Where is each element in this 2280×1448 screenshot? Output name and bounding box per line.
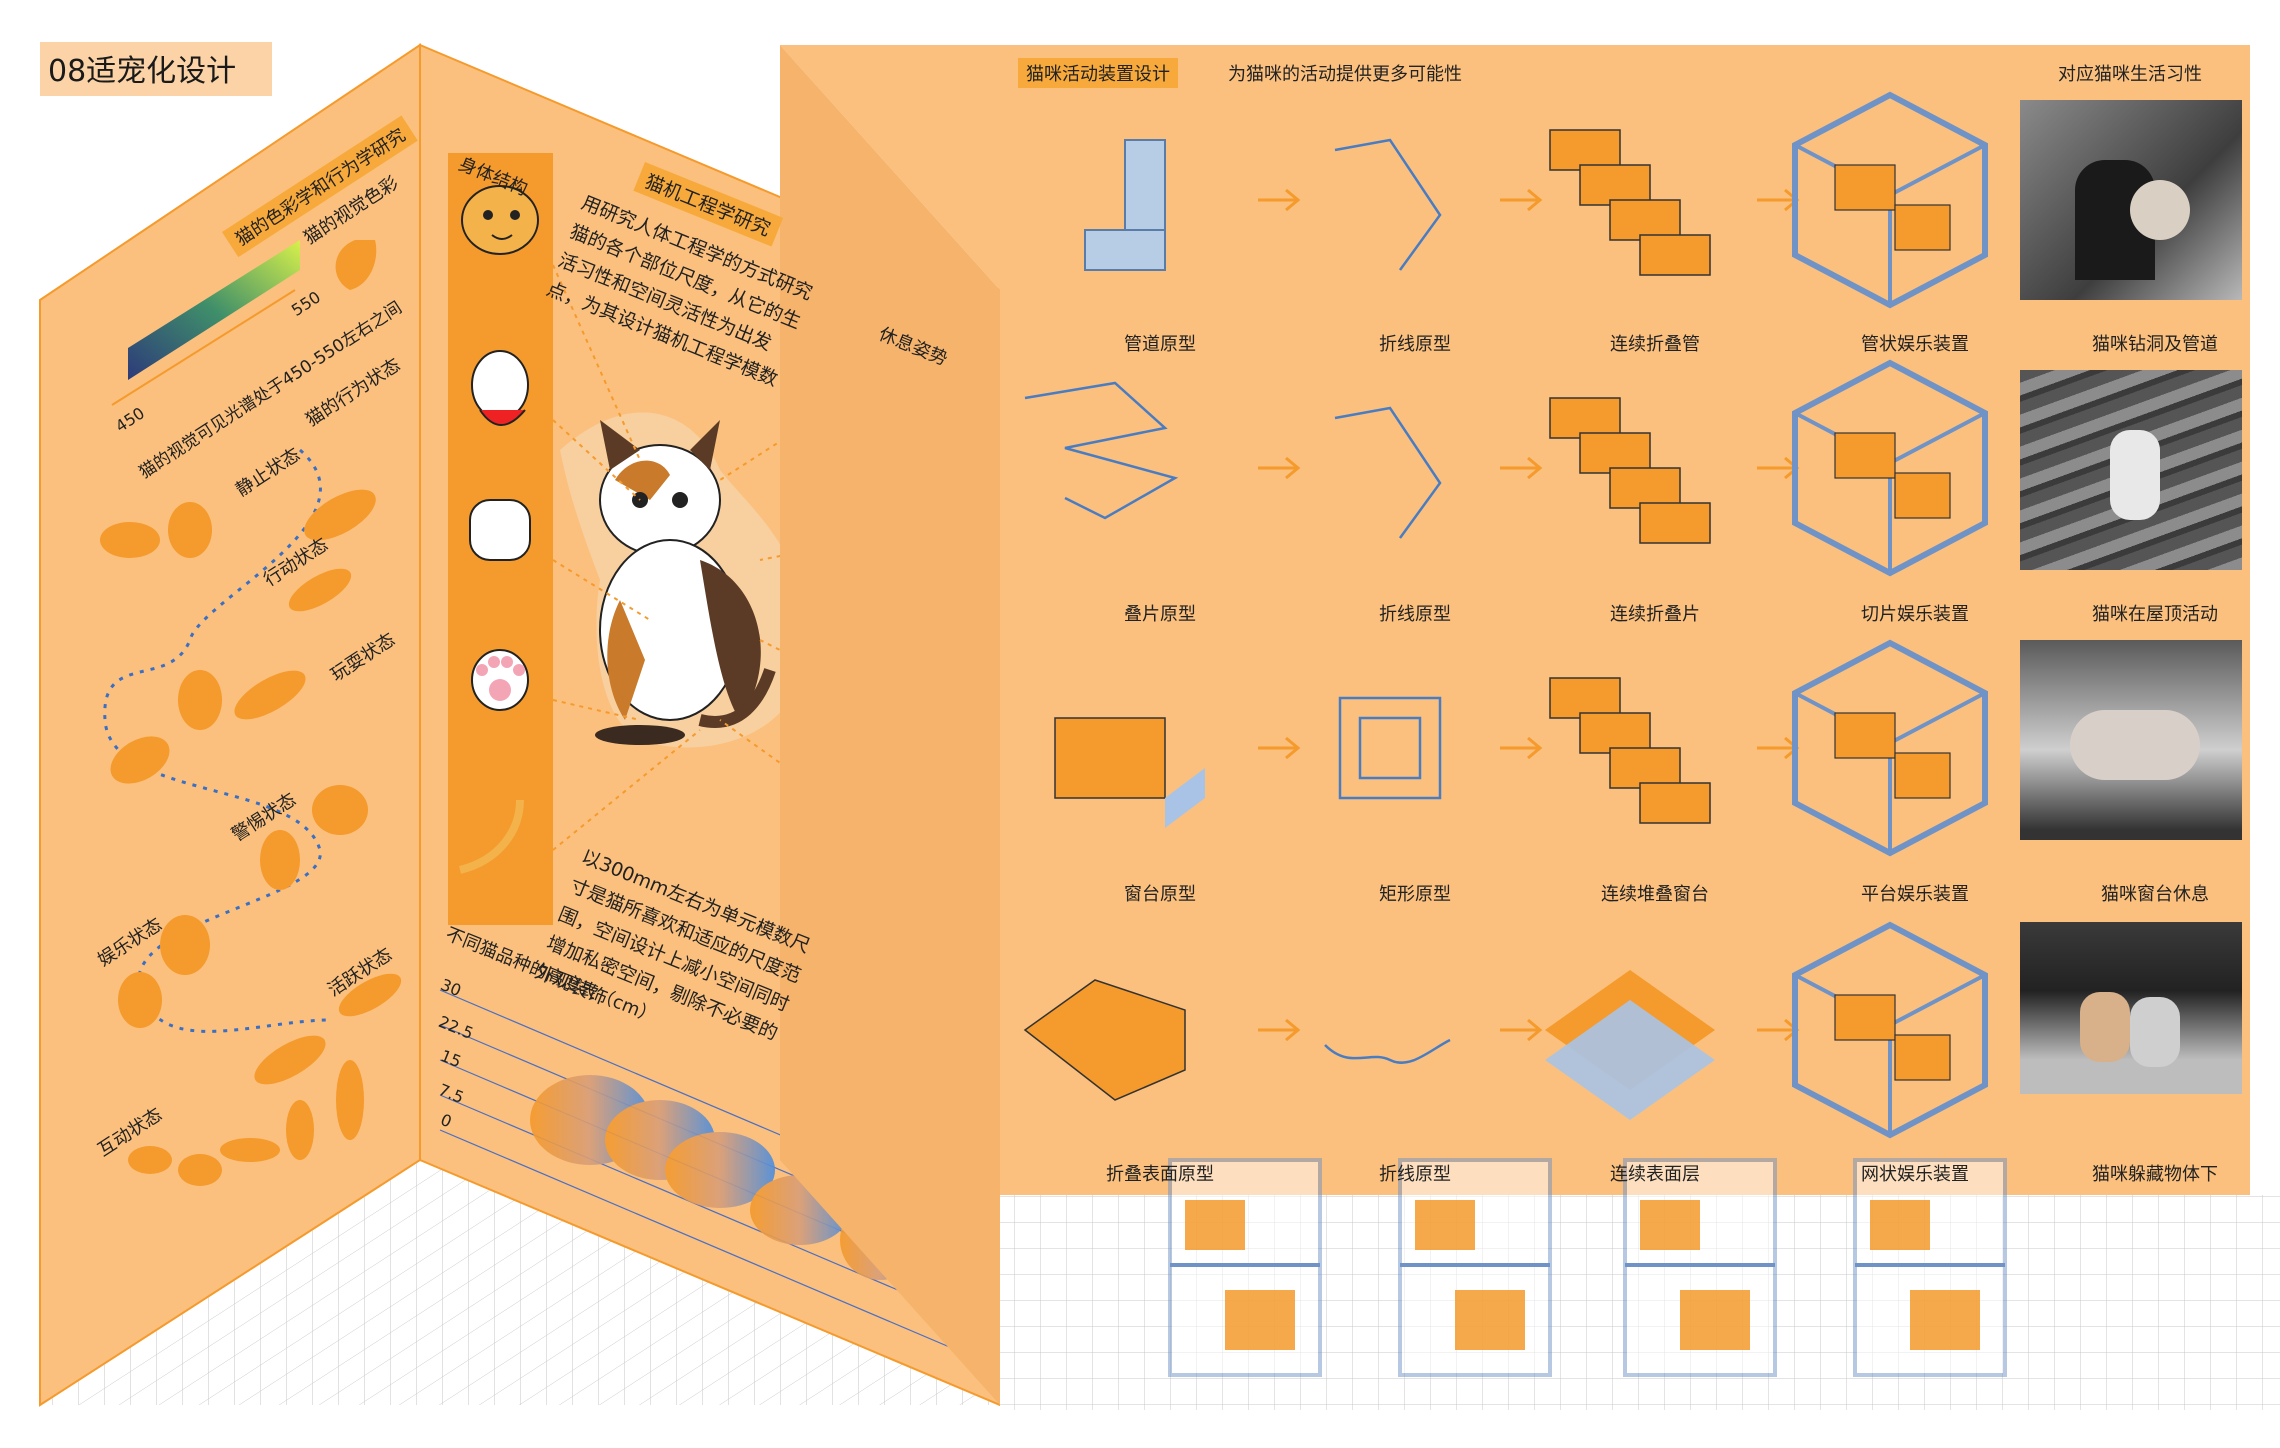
rect-line-prototype [1338, 696, 1442, 800]
row-3-line-label: 矩形原型 [1379, 884, 1451, 905]
row-2-prototype-label: 叠片原型 [1124, 604, 1196, 625]
folded-unit [1549, 397, 1621, 439]
row-2-line-label: 折线原型 [1379, 604, 1451, 625]
row-1-prototype-label: 管道原型 [1124, 334, 1196, 355]
arrow-icon [1258, 456, 1301, 480]
row-3-photo-label: 猫咪窗台休息 [2101, 884, 2209, 905]
floor-module-part [1455, 1290, 1525, 1350]
row-2-photo-label: 猫咪在屋顶活动 [2092, 604, 2218, 625]
row-3-fold-label: 连续堆叠窗台 [1601, 884, 1709, 905]
cat-paw-icon [471, 649, 529, 711]
device-part [1894, 204, 1951, 251]
device-part [1834, 164, 1896, 211]
folded-unit [1639, 234, 1711, 276]
floor-module-part [1185, 1200, 1245, 1250]
row-3-device-label: 平台娱乐装置 [1861, 884, 1969, 905]
device-part [1894, 472, 1951, 519]
device-part [1894, 1034, 1951, 1081]
device-part [1894, 752, 1951, 799]
pipe-prototype-elbow [1084, 229, 1166, 271]
fold-surface-prototype [1023, 979, 1186, 1101]
cat-vision-icon [335, 240, 377, 290]
folded-unit [1639, 782, 1711, 824]
sill-prototype-base [1165, 768, 1205, 828]
folded-unit [1609, 747, 1681, 789]
arrow-icon [1757, 188, 1800, 212]
row-3-prototype-label: 窗台原型 [1124, 884, 1196, 905]
floor-module-part [1225, 1290, 1295, 1350]
floor-module-part [1640, 1200, 1700, 1250]
rect-line-prototype-inner [1358, 716, 1422, 780]
cat-face-icon [471, 350, 529, 426]
body-structure-boxes [448, 153, 553, 925]
right-title: 猫咪活动装置设计 [1018, 58, 1178, 88]
row-1-line-label: 折线原型 [1379, 334, 1451, 355]
cat-head-icon [461, 185, 539, 255]
folded-unit [1579, 164, 1651, 206]
central-cat-illustration [560, 412, 804, 748]
arrow-icon [1500, 188, 1543, 212]
spectrum-bar [128, 240, 300, 380]
sill-prototype [1054, 717, 1166, 799]
arrow-icon [1757, 736, 1800, 760]
row-1-photo-label: 猫咪钻洞及管道 [2092, 334, 2218, 355]
floor-module-part [1415, 1200, 1475, 1250]
arrow-icon [1258, 188, 1301, 212]
folded-unit [1549, 677, 1621, 719]
floor-module-part [1870, 1200, 1930, 1250]
cat-silhouettes [100, 489, 402, 1186]
row-4-device-label: 网状娱乐装置 [1861, 1164, 1969, 1185]
arrow-icon [1757, 456, 1800, 480]
right-subtitle: 为猫咪的活动提供更多可能性 [1228, 64, 1462, 85]
arrow-icon [1258, 736, 1301, 760]
page-title: 08适宠化设计 [40, 42, 273, 96]
folded-unit [1609, 467, 1681, 509]
floor-module-part [1910, 1290, 1980, 1350]
arrow-icon [1500, 736, 1543, 760]
folded-unit [1579, 432, 1651, 474]
folded-unit [1579, 712, 1651, 754]
device-part [1834, 432, 1896, 479]
floor-module-part [1680, 1290, 1750, 1350]
cat-tail-icon [458, 799, 524, 874]
cat-chest-icon [469, 499, 531, 561]
row-1-device-label: 管状娱乐装置 [1861, 334, 1969, 355]
folded-unit [1549, 129, 1621, 171]
surface-layer-bottom [1545, 1000, 1715, 1120]
arrow-icon [1258, 1018, 1301, 1042]
photo-cat-on-roof [2020, 370, 2242, 570]
photo-cat-under-object [2020, 922, 2242, 1094]
folded-unit [1639, 502, 1711, 544]
row-4-photo-label: 猫咪躲藏物体下 [2092, 1164, 2218, 1185]
folded-unit [1609, 199, 1681, 241]
row-4-line-label: 折线原型 [1379, 1164, 1451, 1185]
row-4-fold-label: 连续表面层 [1610, 1164, 1700, 1185]
row-1-fold-label: 连续折叠管 [1610, 334, 1700, 355]
right-panel-bg [780, 45, 2250, 1405]
arrow-icon [1500, 1018, 1543, 1042]
habit-label: 对应猫咪生活习性 [2058, 64, 2202, 85]
arrow-icon [1757, 1018, 1800, 1042]
device-part [1834, 994, 1896, 1041]
fold-line-prototype [1334, 406, 1442, 539]
photo-cat-on-sill [2020, 640, 2242, 840]
behavior-path [103, 448, 331, 1033]
fold-line-prototype [1334, 138, 1442, 271]
row-2-device-label: 切片娱乐装置 [1861, 604, 1969, 625]
sheet-prototype [1024, 381, 1179, 520]
row-4-prototype-label: 折叠表面原型 [1106, 1164, 1214, 1185]
device-part [1834, 712, 1896, 759]
wave-line-prototype [1324, 1038, 1451, 1064]
arrow-icon [1500, 456, 1543, 480]
photo-cat-in-hole [2020, 100, 2242, 300]
row-2-fold-label: 连续折叠片 [1610, 604, 1700, 625]
